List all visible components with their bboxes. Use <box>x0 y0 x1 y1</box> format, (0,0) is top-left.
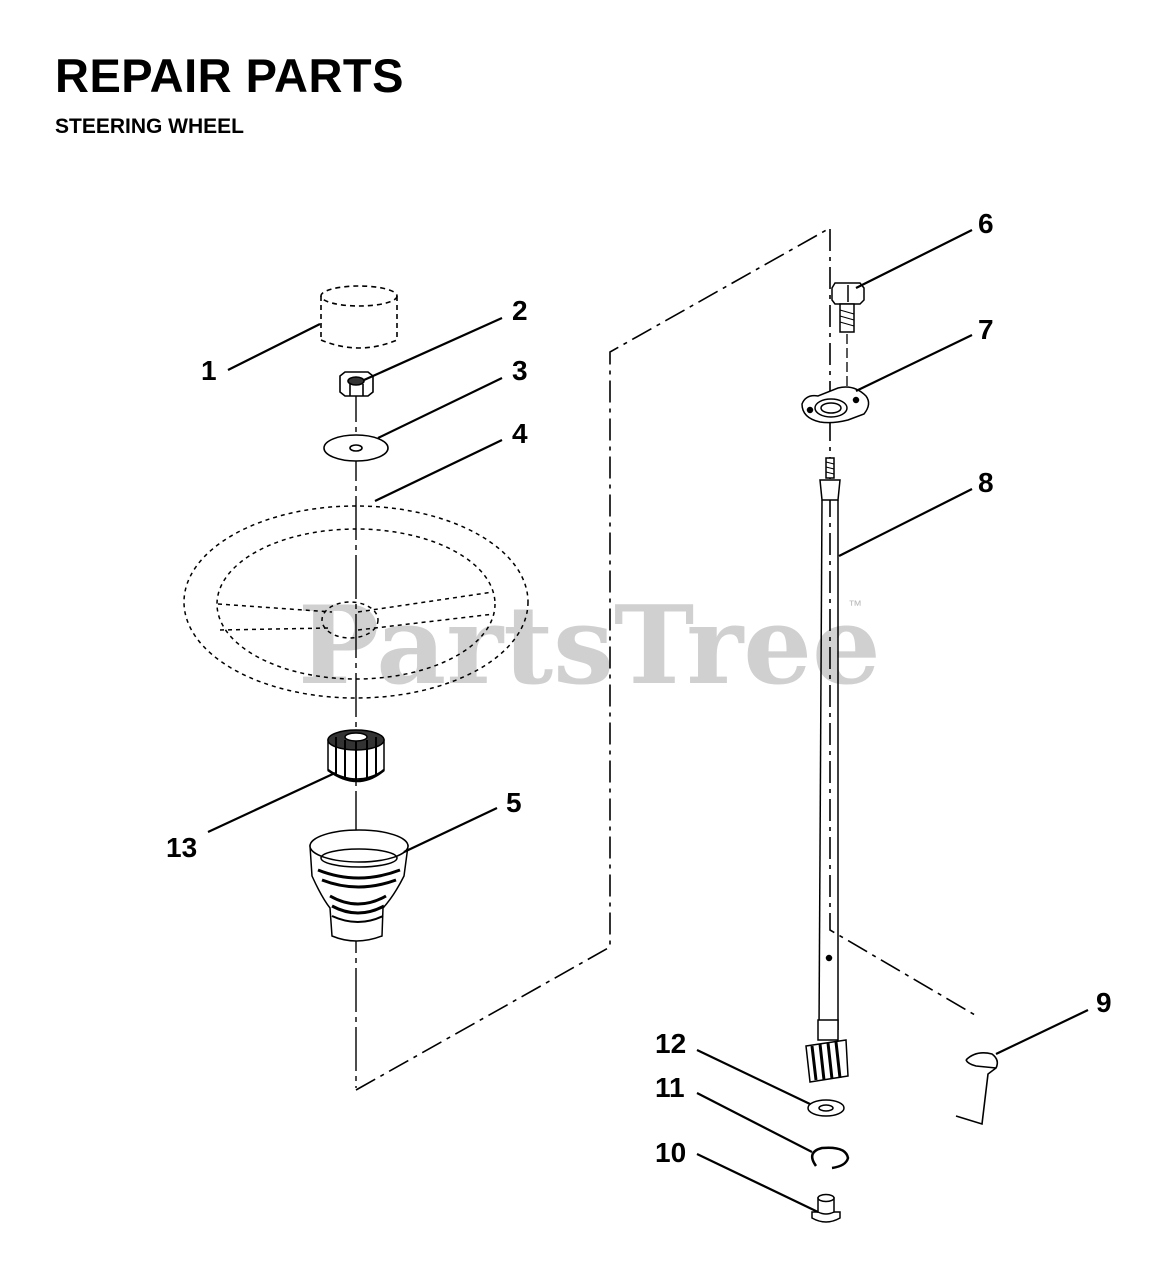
assembly-boundary <box>355 226 976 1091</box>
leader-line-9 <box>995 1009 1089 1055</box>
leader-line-1 <box>227 323 321 371</box>
callout-7: 7 <box>978 314 994 345</box>
watermark-trademark: ™ <box>848 597 862 613</box>
page-title: REPAIR PARTS <box>55 49 404 102</box>
part-nut <box>339 371 374 397</box>
callout-8: 8 <box>978 467 994 498</box>
callout-10: 10 <box>655 1137 686 1168</box>
part-retaining-ring <box>810 1146 850 1170</box>
part-bushing <box>811 1193 841 1223</box>
leader-lines <box>207 229 1089 1213</box>
leader-line-3 <box>377 377 503 439</box>
part-boot <box>309 829 409 942</box>
callout-13: 13 <box>166 832 197 863</box>
callout-6: 6 <box>978 208 994 239</box>
leader-line-7 <box>855 334 973 392</box>
leader-line-8 <box>838 488 973 557</box>
leader-line-6 <box>855 229 973 289</box>
page-subtitle: STEERING WHEEL <box>55 115 245 138</box>
part-flange-bearing <box>801 386 870 424</box>
part-steering-wheel <box>183 505 529 699</box>
callout-labels: 1 2 3 4 5 6 7 8 9 10 11 12 13 <box>166 208 1112 1168</box>
leader-line-2 <box>363 316 503 382</box>
part-pinion-gear <box>805 1039 849 1083</box>
part-cap <box>320 285 398 349</box>
leader-line-11 <box>696 1092 813 1153</box>
leader-line-10 <box>696 1153 819 1213</box>
callout-5: 5 <box>506 787 522 818</box>
part-splined-hub <box>327 729 385 783</box>
part-washer <box>323 434 389 462</box>
watermark-text: PartsTree <box>298 583 881 709</box>
part-steering-shaft <box>817 457 841 1041</box>
leader-line-4 <box>374 439 503 502</box>
part-flat-washer <box>807 1099 845 1117</box>
callout-11: 11 <box>655 1072 685 1103</box>
leader-line-5 <box>403 807 498 853</box>
part-spring-clip <box>955 1052 999 1126</box>
leader-line-12 <box>696 1049 811 1105</box>
callout-9: 9 <box>1096 987 1112 1018</box>
part-bolt <box>831 282 865 333</box>
callout-12: 12 <box>655 1028 686 1059</box>
callout-2: 2 <box>512 295 528 326</box>
callout-3: 3 <box>512 355 528 386</box>
leader-line-13 <box>207 772 336 833</box>
callout-1: 1 <box>201 355 217 386</box>
callout-4: 4 <box>512 418 528 449</box>
